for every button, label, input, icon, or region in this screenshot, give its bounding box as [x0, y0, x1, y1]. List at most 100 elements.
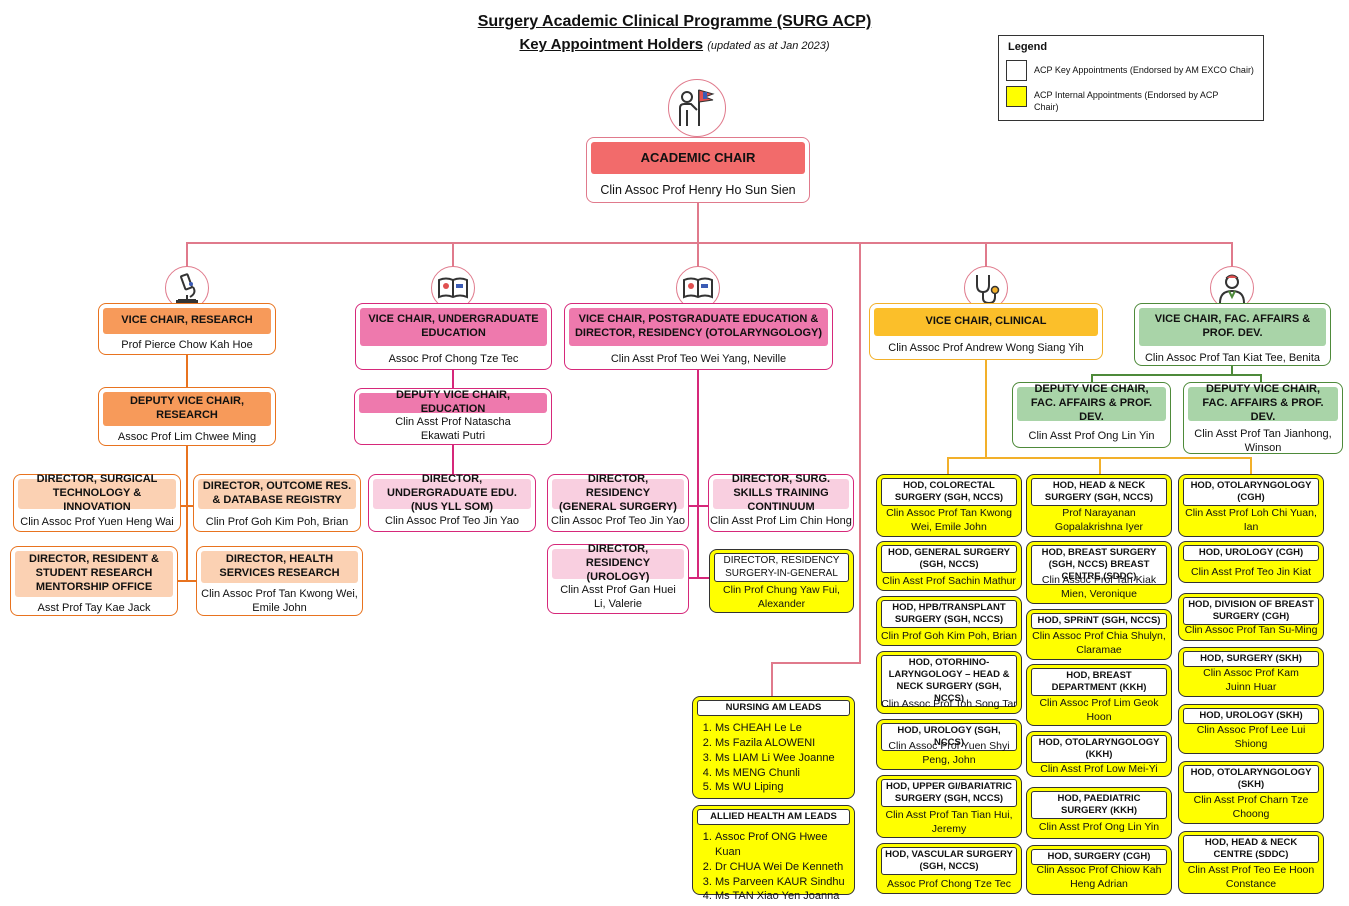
dvc-fac-affairs-name: Clin Asst Prof Ong Lin Yin: [1028, 430, 1155, 442]
dvc-fac-affairs-name: Clin Asst Prof Tan Jianhong, Winson: [1194, 428, 1332, 455]
vc-fac-affairs-title: VICE CHAIR, FAC. AFFAIRS & PROF. DEV.: [1139, 308, 1326, 346]
research-director-title: DIRECTOR, HEALTH SERVICES RESEARCH: [201, 551, 358, 583]
connector-line: [186, 242, 1232, 244]
list-item: Ms Fazila ALOWENI: [715, 736, 835, 751]
dvc-research-name: Assoc Prof Lim Chwee Ming: [117, 431, 257, 443]
hod-name: Assoc Prof Chong Tze Tec: [887, 878, 1011, 890]
connector-line: [985, 360, 987, 458]
hod-box: HOD, UPPER GI/BARIATRIC SURGERY (SGH, NC…: [876, 775, 1022, 838]
research-director-box: DIRECTOR, HEALTH SERVICES RESEARCH Clin …: [196, 546, 363, 616]
vc-undergrad-name: Assoc Prof Chong Tze Tec: [388, 353, 519, 365]
research-director-box: DIRECTOR, SURGICAL TECHNOLOGY & INNOVATI…: [13, 473, 181, 532]
vc-undergrad-box: VICE CHAIR, UNDERGRADUATE EDUCATION Asso…: [355, 303, 552, 370]
research-director-title: DIRECTOR, SURGICAL TECHNOLOGY & INNOVATI…: [18, 473, 176, 513]
pg-director-title: DIRECTOR, RESIDENCY (GENERAL SURGERY): [552, 473, 684, 513]
hod-name: Clin Asst Prof Teo Ee Hoon Constance: [1187, 864, 1315, 890]
dvc-education-title: DEPUTY VICE CHAIR, EDUCATION: [359, 389, 547, 415]
hod-title: HOD, SPRiNT (SGH, NCCS): [1031, 613, 1167, 629]
dvc-research-title: DEPUTY VICE CHAIR, RESEARCH: [103, 392, 271, 426]
hod-box: HOD, SPRiNT (SGH, NCCS) Clin Assoc Prof …: [1026, 609, 1172, 660]
hod-box: HOD, BREAST SURGERY (SGH, NCCS) BREAST C…: [1026, 541, 1172, 604]
academic-chair-title: ACADEMIC CHAIR: [591, 142, 805, 174]
pg-director-name: Clin Asst Prof Gan Huei Li, Valerie: [560, 584, 676, 611]
pg-director-box: DIRECTOR, RESIDENCY (GENERAL SURGERY) Cl…: [547, 473, 689, 532]
hod-title: HOD, DIVISION OF BREAST SURGERY (CGH): [1183, 597, 1319, 625]
connector-line: [688, 505, 710, 507]
connector-line: [452, 445, 454, 475]
hod-title: HOD, UROLOGY (CGH): [1183, 545, 1319, 561]
vc-undergrad-title: VICE CHAIR, UNDERGRADUATE EDUCATION: [360, 308, 547, 346]
list-item: Ms LIAM Li Wee Joanne: [715, 751, 835, 766]
hod-box: HOD, OTORHINO-LARYNGOLOGY – HEAD & NECK …: [876, 651, 1022, 714]
hod-title: HOD, GENERAL SURGERY (SGH, NCCS): [881, 545, 1017, 573]
pg-director-box: DIRECTOR, RESIDENCY (UROLOGY) Clin Asst …: [547, 543, 689, 614]
allied-health-leads-box: ALLIED HEALTH AM LEADS Assoc Prof ONG Hw…: [692, 805, 855, 902]
hod-name: Clin Assoc Prof Kam Juinn Huar: [1203, 667, 1299, 693]
hod-title: HOD, HPB/TRANSPLANT SURGERY (SGH, NCCS): [881, 600, 1017, 628]
connector-line: [452, 370, 454, 390]
list-item: Assoc Prof ONG Hwee Kuan: [715, 830, 854, 860]
connector-line: [1091, 374, 1093, 384]
research-director-box: DIRECTOR, OUTCOME RES. & DATABASE REGIST…: [193, 474, 361, 532]
list-item: Dr CHUA Wei De Kenneth: [715, 860, 854, 875]
book-icon: [431, 266, 475, 310]
dir-undergrad-name: Clin Assoc Prof Teo Jin Yao: [385, 515, 519, 527]
hod-name: Prof Narayanan Gopalakrishna Iyer: [1054, 507, 1144, 533]
vc-postgrad-box: VICE CHAIR, POSTGRADUATE EDUCATION & DIR…: [564, 303, 833, 370]
hod-title: HOD, PAEDIATRIC SURGERY (KKH): [1031, 791, 1167, 819]
hod-box: HOD, HEAD & NECK CENTRE (SDDC) Clin Asst…: [1178, 831, 1324, 894]
list-item: Ms WU Liping: [715, 780, 835, 795]
connector-line: [186, 446, 188, 581]
connector-line: [859, 242, 861, 664]
hod-title: HOD, SURGERY (CGH): [1031, 849, 1167, 865]
dvc-education-box: DEPUTY VICE CHAIR, EDUCATION Clin Asst P…: [354, 388, 552, 445]
hod-name: Clin Assoc Prof Tan Su-Ming: [1184, 624, 1318, 636]
connector-line: [947, 457, 949, 475]
hod-name: Clin Assoc Prof Tan Kwong Wei, Emile Joh…: [886, 507, 1012, 533]
connector-line: [771, 662, 861, 664]
hod-name: Clin Asst Prof Teo Jin Kiat: [1190, 566, 1312, 578]
pg-director-name: Clin Prof Chung Yaw Fui, Alexander: [723, 584, 840, 610]
dvc-fac-affairs-title: DEPUTY VICE CHAIR, FAC. AFFAIRS & PROF. …: [1188, 383, 1338, 423]
research-director-box: DIRECTOR, RESIDENT & STUDENT RESEARCH ME…: [10, 546, 178, 616]
vc-postgrad-name: Clin Asst Prof Teo Wei Yang, Neville: [610, 353, 787, 365]
allied-health-leads-title: ALLIED HEALTH AM LEADS: [697, 809, 850, 825]
updated-note: (updated as at Jan 2023): [707, 40, 830, 52]
research-director-name: Clin Prof Goh Kim Poh, Brian: [205, 516, 349, 528]
vc-fac-affairs-name: Clin Assoc Prof Tan Kiat Tee, Benita: [1144, 352, 1321, 364]
hod-name: Clin Asst Prof Sachin Mathur: [882, 575, 1016, 587]
dvc-fac-affairs-title: DEPUTY VICE CHAIR, FAC. AFFAIRS & PROF. …: [1017, 383, 1166, 423]
connector-line: [1231, 242, 1233, 268]
hod-name: Clin Assoc Prof Lim Geok Hoon: [1039, 697, 1159, 723]
connector-line: [985, 242, 987, 268]
connector-line: [771, 662, 773, 696]
hod-box: HOD, COLORECTAL SURGERY (SGH, NCCS) Clin…: [876, 474, 1022, 537]
dir-undergrad-box: DIRECTOR, UNDERGRADUATE EDU. (NUS YLL SO…: [368, 473, 536, 532]
hod-title: HOD, BREAST DEPARTMENT (KKH): [1031, 668, 1167, 696]
hod-name: Clin Assoc Prof Lee Lui Shiong: [1196, 724, 1306, 750]
pg-director-box: DIRECTOR, SURG. SKILLS TRAINING CONTINUU…: [708, 473, 854, 532]
list-item: Ms Parveen KAUR Sindhu: [715, 875, 854, 890]
doctor-icon: [1210, 266, 1254, 310]
vc-research-box: VICE CHAIR, RESEARCH Prof Pierce Chow Ka…: [98, 303, 276, 355]
connector-line: [1250, 457, 1252, 475]
hod-name: Clin Asst Prof Loh Chi Yuan, Ian: [1185, 507, 1317, 533]
list-item: Ms CHEAH Le Le: [715, 721, 835, 736]
hod-title: HOD, BREAST SURGERY (SGH, NCCS) BREAST C…: [1031, 545, 1167, 585]
vc-research-title: VICE CHAIR, RESEARCH: [103, 308, 271, 334]
nursing-leads-box: NURSING AM LEADS Ms CHEAH Le Le Ms Fazil…: [692, 696, 855, 799]
hod-box: HOD, HEAD & NECK SURGERY (SGH, NCCS) Pro…: [1026, 474, 1172, 537]
hod-title: HOD, UPPER GI/BARIATRIC SURGERY (SGH, NC…: [881, 779, 1017, 807]
hod-box: HOD, SURGERY (SKH) Clin Assoc Prof Kam J…: [1178, 647, 1324, 697]
research-director-name: Clin Assoc Prof Yuen Heng Wai: [20, 516, 174, 528]
academic-chair-name: Clin Assoc Prof Henry Ho Sun Sien: [600, 183, 796, 197]
legend-title: Legend: [1008, 41, 1048, 53]
allied-health-leads-list: Assoc Prof ONG Hwee Kuan Dr CHUA Wei De …: [701, 830, 854, 904]
hod-name: Clin Assoc Prof Yuen Shyi Peng, John: [888, 740, 1010, 766]
legend: Legend ACP Key Appointments (Endorsed by…: [998, 35, 1264, 121]
vc-postgrad-title: VICE CHAIR, POSTGRADUATE EDUCATION & DIR…: [569, 308, 828, 346]
hod-box: HOD, UROLOGY (SGH, NCCS) Clin Assoc Prof…: [876, 719, 1022, 770]
pg-director-yellow-box: DIRECTOR, RESIDENCY SURGERY-IN-GENERAL C…: [709, 549, 854, 613]
pg-director-name: Clin Assoc Prof Teo Jin Yao: [551, 515, 685, 527]
research-director-title: DIRECTOR, OUTCOME RES. & DATABASE REGIST…: [198, 479, 356, 509]
